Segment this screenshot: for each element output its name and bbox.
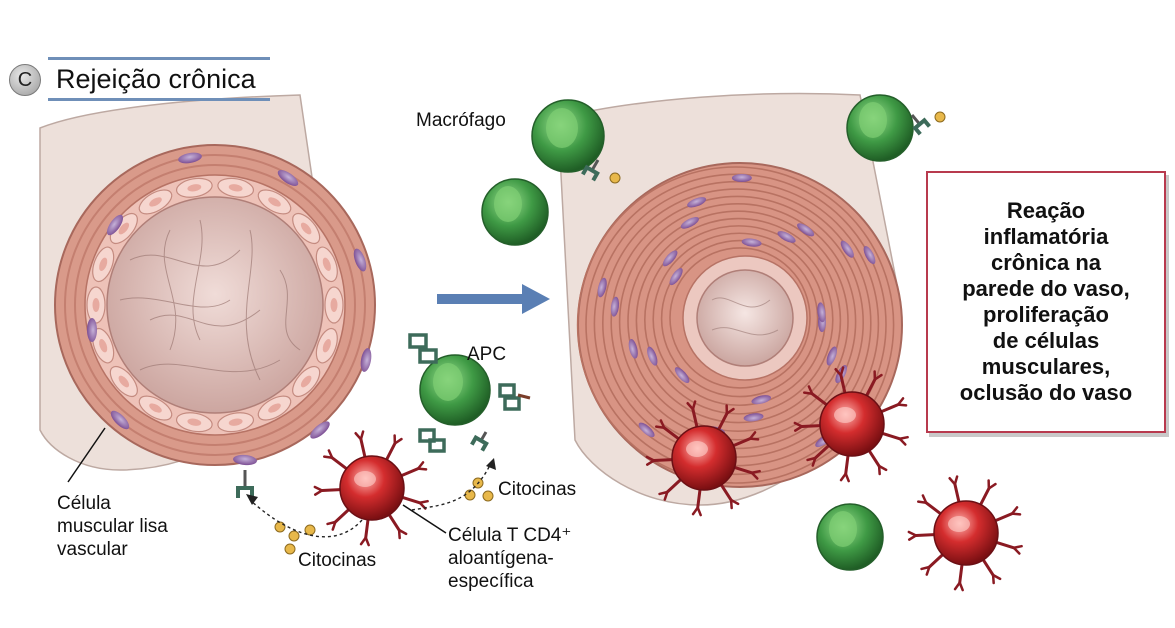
macrophage-cell-bottom: [816, 503, 884, 571]
tcell-apc: [313, 430, 429, 547]
smooth-muscle-label-line3: vascular: [57, 539, 128, 560]
tcell-label-line1: Célula T CD4⁺: [448, 525, 572, 546]
tcell-right-1: [645, 400, 761, 517]
outcome-box: Reação inflamatória crônica na parede do…: [926, 171, 1166, 433]
outcome-text: Reação inflamatória crônica na parede do…: [959, 198, 1133, 405]
cytokines-label-lower: Citocinas: [298, 550, 377, 571]
macrophage-label: Macrófago: [416, 110, 506, 131]
macrophage-cell-top: [531, 99, 621, 184]
normal-vessel: [39, 94, 376, 498]
smooth-muscle-label-line1: Célula: [57, 493, 111, 514]
tcell-label-line2: aloantígena-: [448, 548, 554, 569]
macrophage-cell-left: [481, 178, 549, 246]
macrophage-cell-topright: [846, 94, 946, 162]
apc-cell: [408, 333, 531, 453]
cytokines-label-upper: Citocinas: [498, 479, 577, 500]
tcell-right-3: [907, 475, 1023, 592]
progression-arrow: [437, 284, 550, 314]
tcell-right-2: [793, 366, 909, 483]
panel-title: Rejeição crônica: [56, 64, 256, 94]
panel-title-frame: [48, 57, 270, 101]
occluded-vessel: [557, 92, 903, 506]
smooth-muscle-label-line2: muscular lisa: [57, 516, 168, 537]
tcell-label-line3: específica: [448, 571, 534, 592]
apc-label: APC: [467, 344, 507, 365]
panel-letter-badge: C: [9, 64, 41, 96]
